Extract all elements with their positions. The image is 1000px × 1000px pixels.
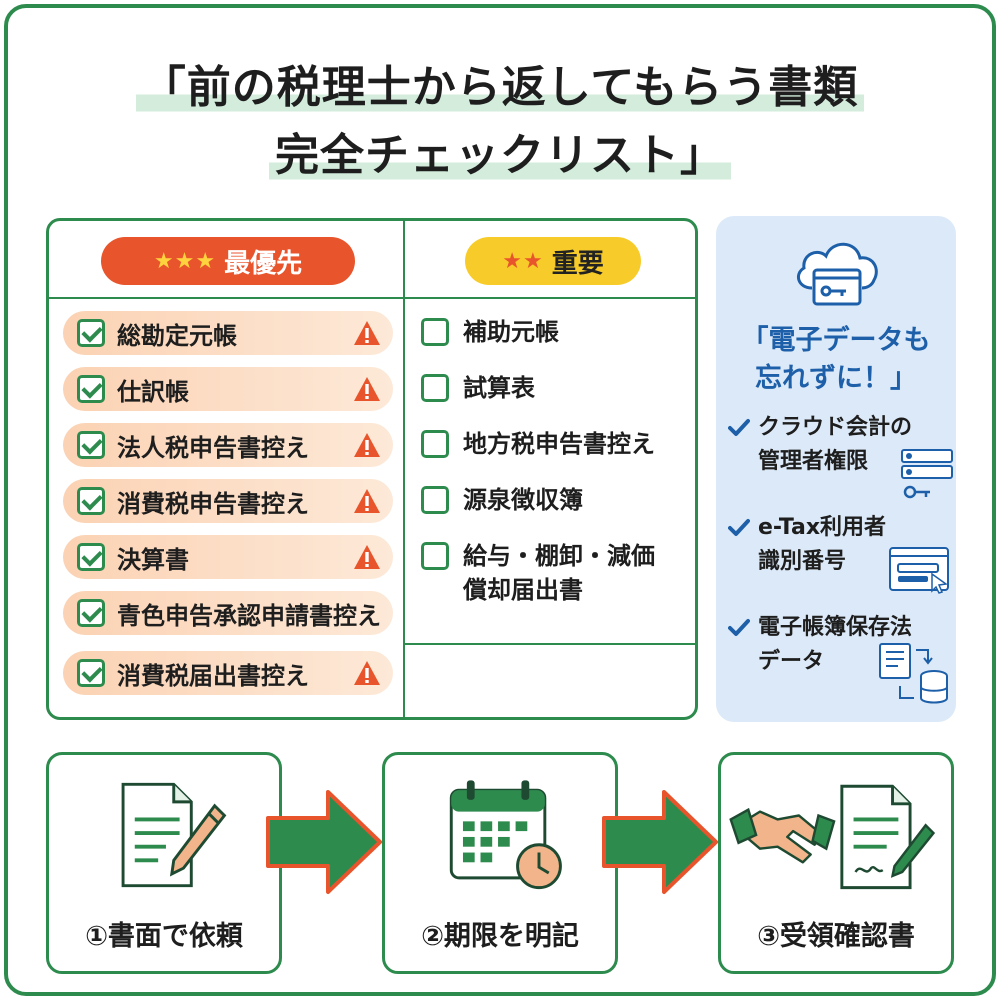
checkbox-checked[interactable] [77,599,105,627]
checkbox-checked[interactable] [77,375,105,403]
item-label: 消費税申告書控え [117,489,309,518]
checkbox-checked[interactable] [77,487,105,515]
title-text-2: 完全チェックリスト」 [269,128,731,184]
checkbox-unchecked[interactable] [421,542,449,570]
priority-mid-badge: ★★ 重要 [465,237,641,285]
priority-high-label: 最優先 [224,248,303,279]
checklist-item-high[interactable]: 法人税申告書控え [63,423,393,467]
panel-item-line2: 管理者権限 [758,449,869,474]
checkbox-unchecked[interactable] [421,486,449,514]
row-divider [405,643,695,645]
warning-icon [354,545,380,569]
checklist-item-high[interactable]: 決算書 [63,535,393,579]
priority-high-badge: ★★★ 最優先 [101,237,355,285]
checkbox-checked[interactable] [77,659,105,687]
panel-item-line1: e-Tax利用者 [758,515,887,540]
digital-data-panel: 「電子データも 忘れずに！」 クラウド会計の 管理者権限 e-Tax利用者 識別… [716,216,956,722]
admin-login-icon [901,449,953,499]
checkmark-icon [728,619,750,636]
item-label: 源泉徴収簿 [463,486,583,514]
item-label: 地方税申告書控え [463,430,655,458]
panel-item-cloud-admin: クラウド会計の 管理者権限 [728,412,953,502]
panel-title-line2: 忘れずに！」 [755,363,917,394]
item-label: 青色申告承認申請書控え [117,601,381,630]
warning-icon [354,377,380,401]
header-divider [49,297,695,299]
checkbox-checked[interactable] [77,431,105,459]
checklist-table: ★★★ 最優先 ★★ 重要 総勘定元帳 仕訳帳 法人税申告書控え 消費税申告書控… [46,218,698,720]
handshake-document-icon [729,784,936,890]
checkbox-unchecked[interactable] [421,430,449,458]
priority-mid-label: 重要 [551,248,604,279]
panel-item-ebook-storage: 電子帳簿保存法 データ [728,612,952,712]
checklist-item-high[interactable]: 仕訳帳 [63,367,393,411]
step-card-deadline: ②期限を明記 [382,752,618,974]
cloud-key-icon [796,242,878,306]
login-form-icon [889,547,949,594]
step-card-receipt: ③受領確認書 [718,752,954,974]
panel-title-line1: 「電子データも [741,325,931,356]
checkbox-checked[interactable] [77,543,105,571]
checklist-item-high[interactable]: 消費税申告書控え [63,479,393,523]
checklist-item-mid[interactable]: 補助元帳 [421,315,691,349]
warning-icon [354,489,380,513]
page-title-line1: 「前の税理士から返してもらう書類 [0,60,1000,116]
checklist-item-high[interactable]: 消費税届出書控え [63,651,393,695]
item-label: 補助元帳 [463,318,559,346]
item-label: 試算表 [463,374,535,402]
step-card-request: ①書面で依頼 [46,752,282,974]
step-label: ②期限を明記 [421,921,579,952]
warning-icon [354,433,380,457]
warning-icon [354,321,380,345]
item-label: 決算書 [117,545,189,574]
checklist-item-high[interactable]: 総勘定元帳 [63,311,393,355]
checkmark-icon [728,519,750,536]
column-divider [403,221,405,717]
item-label: 法人税申告書控え [117,433,309,462]
checkbox-unchecked[interactable] [421,318,449,346]
arrow-right-icon [266,790,382,894]
panel-item-line1: 電子帳簿保存法 [758,615,913,640]
document-pen-icon [121,782,227,888]
checkbox-checked[interactable] [77,319,105,347]
panel-item-line2: 識別番号 [758,549,847,574]
page-title-line2: 完全チェックリスト」 [0,128,1000,184]
warning-icon [354,661,380,685]
title-text-1: 「前の税理士から返してもらう書類 [135,60,865,116]
item-label: 消費税届出書控え [117,661,309,690]
database-sync-icon [879,643,948,704]
three-stars-icon: ★★★ [153,248,217,274]
step-label: ①書面で依頼 [85,921,243,952]
two-stars-icon: ★★ [502,248,544,274]
calendar-clock-icon [449,780,562,890]
item-label: 給与・棚卸・減価償却届出書 [463,542,655,604]
item-label: 仕訳帳 [117,377,189,406]
checklist-item-mid[interactable]: 試算表 [421,371,691,405]
checkbox-unchecked[interactable] [421,374,449,402]
panel-item-line1: クラウド会計の [758,415,913,440]
item-label: 総勘定元帳 [117,321,237,350]
step-label: ③受領確認書 [757,921,915,952]
checkmark-icon [728,419,750,436]
panel-item-etax: e-Tax利用者 識別番号 [728,512,952,602]
checklist-item-high[interactable]: 青色申告承認申請書控え [63,591,393,635]
arrow-right-icon [602,790,718,894]
checklist-item-mid[interactable]: 給与・棚卸・減価償却届出書 [421,539,671,607]
checklist-item-mid[interactable]: 源泉徴収簿 [421,483,691,517]
panel-item-line2: データ [758,649,825,674]
checklist-item-mid[interactable]: 地方税申告書控え [421,427,691,461]
